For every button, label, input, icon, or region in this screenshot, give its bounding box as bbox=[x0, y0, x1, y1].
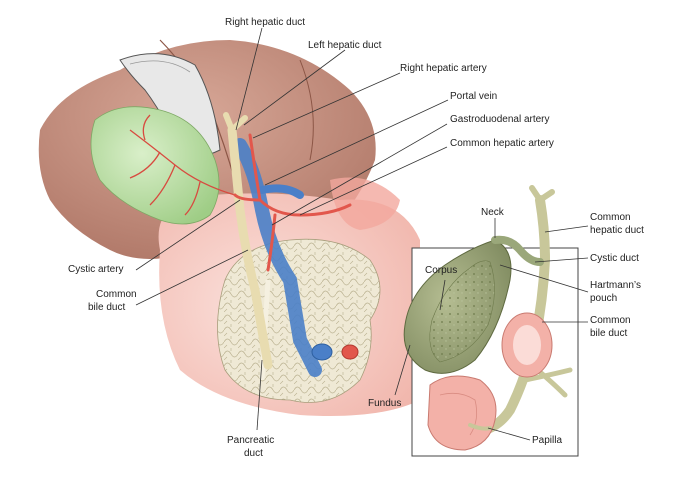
label-common-bile-duct-right-1: Common bbox=[590, 315, 631, 326]
vein-cut-end bbox=[311, 343, 333, 361]
label-neck: Neck bbox=[481, 207, 505, 218]
label-right-hepatic-duct: Right hepatic duct bbox=[225, 17, 305, 28]
label-cystic-artery: Cystic artery bbox=[68, 264, 124, 275]
label-common-hepatic-duct-1: Common bbox=[590, 212, 631, 223]
label-gastroduodenal-artery: Gastroduodenal artery bbox=[450, 114, 550, 125]
label-common-bile-duct-right-2: bile duct bbox=[590, 328, 627, 339]
label-fundus: Fundus bbox=[368, 398, 401, 409]
cystic-artery-branches bbox=[129, 114, 236, 216]
labels: Right hepatic duct Left hepatic duct Rig… bbox=[68, 17, 644, 459]
label-pancreatic-duct-1: Pancreatic bbox=[227, 435, 274, 446]
label-hartmanns-pouch-2: pouch bbox=[590, 293, 617, 304]
bile-duct-structure bbox=[227, 125, 273, 370]
label-common-bile-duct-left-1: Common bbox=[96, 289, 137, 300]
gallbladder bbox=[90, 106, 220, 225]
label-pancreatic-duct-2: duct bbox=[244, 448, 263, 459]
label-common-hepatic-artery: Common hepatic artery bbox=[450, 138, 554, 149]
main-illustration bbox=[38, 39, 421, 416]
label-hartmanns-pouch-1: Hartmann’s bbox=[590, 280, 641, 291]
inset-lower-duodenum bbox=[427, 375, 497, 451]
label-portal-vein: Portal vein bbox=[450, 91, 497, 102]
label-common-hepatic-duct-2: hepatic duct bbox=[590, 225, 644, 236]
portal-vein bbox=[233, 138, 322, 377]
inset-illustration bbox=[403, 185, 579, 457]
hepatic-arteries bbox=[233, 133, 352, 272]
label-corpus: Corpus bbox=[425, 265, 457, 276]
artery-cut-end bbox=[341, 344, 359, 360]
label-right-hepatic-artery: Right hepatic artery bbox=[400, 63, 487, 74]
inset-cystic-duct bbox=[491, 235, 544, 266]
label-left-hepatic-duct: Left hepatic duct bbox=[308, 40, 382, 51]
label-common-bile-duct-left-2: bile duct bbox=[88, 302, 125, 313]
label-cystic-duct: Cystic duct bbox=[590, 253, 639, 264]
leader-lines bbox=[135, 27, 589, 441]
label-papilla: Papilla bbox=[532, 435, 562, 446]
